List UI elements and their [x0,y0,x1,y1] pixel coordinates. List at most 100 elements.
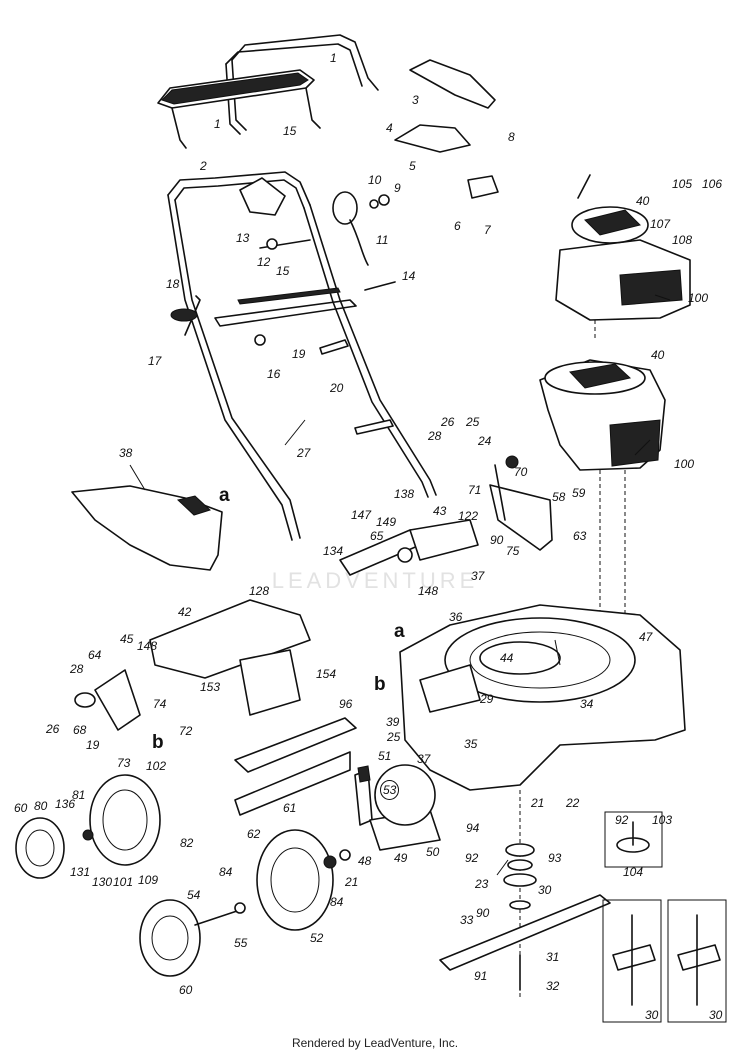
callout-label: 94 [466,821,480,835]
upper-handle [157,34,379,149]
callout-label: 65 [370,529,384,543]
callout-label: 19 [292,347,306,361]
callout-label: 16 [267,367,281,381]
callout-label: 103 [652,813,673,827]
watermark: LEADVENTURE [271,568,479,593]
callout-label: 75 [506,544,520,558]
callout-label: 149 [376,515,397,529]
callout-label: 8 [508,130,515,144]
callout-label: 37 [471,569,485,583]
callout-label: 4 [386,121,393,135]
callout-label: 28 [428,429,442,443]
callout-label: 92 [465,851,479,865]
callout-label: 23 [475,877,489,891]
callout-label: 38 [119,446,133,460]
callout-label: 59 [572,486,586,500]
callout-label: 102 [146,759,167,773]
callout-label: 35 [464,737,478,751]
callout-label: 32 [546,979,560,993]
callout-label: 63 [573,529,587,543]
callout-letter: b [152,732,164,753]
callout-label: 21 [345,875,359,889]
callout-label: 37 [417,752,431,766]
callout-label: 26 [441,415,455,429]
callout-label: 13 [236,231,250,245]
callout-label: 128 [249,584,270,598]
callout-label: 109 [138,873,159,887]
callout-label: 36 [449,610,463,624]
callout-label: 80 [34,799,48,813]
callout-label: 92 [615,813,629,827]
callout-label: 93 [548,851,562,865]
callout-label: 58 [552,490,566,504]
callout-label: 44 [500,651,514,665]
callout-label: 39 [386,715,400,729]
callout-label: 90 [476,906,490,920]
callout-label: 148 [137,639,158,653]
callout-label: 100 [688,291,709,305]
callout-label: 29 [480,692,494,706]
height-lever [354,764,441,851]
callout-label: 107 [650,217,671,231]
leader-lines [129,294,671,876]
callout-label: 100 [674,457,695,471]
callout-label: 64 [88,648,102,662]
callout-label: 45 [120,632,134,646]
callout-label: 30 [538,883,552,897]
callout-label: 60 [179,983,193,997]
callout-label: 106 [702,177,723,191]
callout-label: 153 [200,680,221,694]
callout-label: 91 [474,969,488,983]
callout-label: 1 [214,117,221,131]
blade-assembly [439,790,611,1000]
callout-label: 148 [418,584,439,598]
callout-label: 82 [180,836,194,850]
callout-label: 104 [623,865,644,879]
callout-label: 42 [178,605,192,619]
callout-label: 51 [378,749,392,763]
callout-label: 15 [276,264,290,278]
callout-label: 48 [358,854,372,868]
callout-label: 18 [166,277,180,291]
callout-label: 6 [454,219,461,233]
callout-label: 30 [709,1008,723,1022]
callout-label: 136 [55,797,76,811]
callout-letter: a [219,485,230,506]
grass-bag [71,485,223,571]
callout-label: 43 [433,504,447,518]
callout-label: 10 [368,173,382,187]
callout-label: 3 [412,93,419,107]
callout-label: 96 [339,697,353,711]
callout-label: 70 [514,465,528,479]
callout-label: 54 [187,888,201,902]
footer-credit: Rendered by LeadVenture, Inc. [291,1036,459,1050]
callout-label: 147 [351,508,372,522]
rear-wheel [15,774,161,879]
callout-label: 49 [394,851,408,865]
mower-deck [399,604,686,791]
callout-letter: b [374,674,386,695]
callout-label: 131 [70,865,91,879]
callout-label: 81 [72,788,86,802]
callout-label: 7 [484,223,491,237]
callout-label: 25 [387,730,401,744]
callout-label: 52 [310,931,324,945]
front-wheel [139,829,351,977]
callout-label: 68 [73,723,87,737]
callout-label: 61 [283,801,297,815]
callout-label: 1 [330,51,337,65]
callout-label: 2 [200,159,207,173]
callout-label: 71 [468,483,482,497]
callout-label: 11 [376,233,389,247]
callout-label: 9 [394,181,401,195]
callout-label: 73 [117,756,131,770]
callout-label: 17 [148,354,162,368]
callout-label: 26 [46,722,60,736]
callout-label: 130 [92,875,113,889]
callout-label: 30 [645,1008,659,1022]
callout-label: 84 [219,865,233,879]
control-parts [170,59,499,435]
rear-shield [149,599,357,816]
callout-label: 134 [323,544,344,558]
callout-label: 31 [546,950,560,964]
